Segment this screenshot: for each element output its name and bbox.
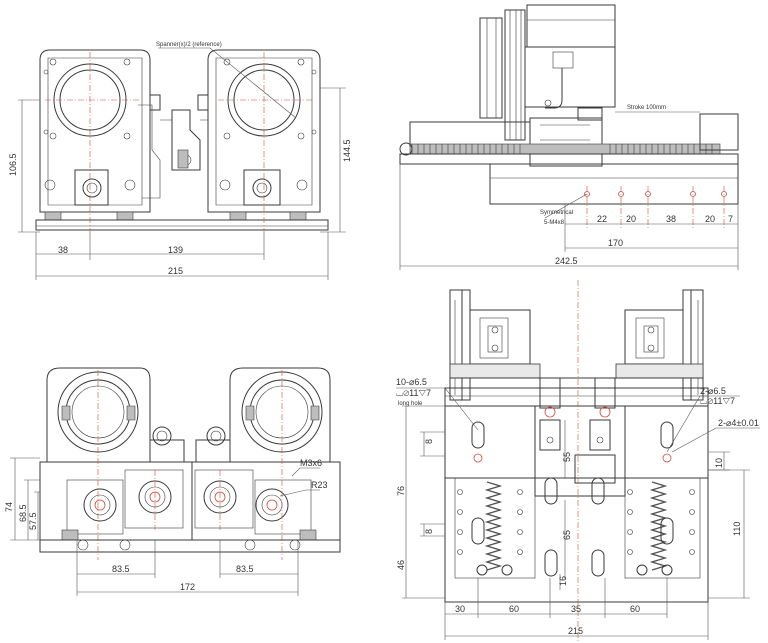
dim-overall-front: 215: [168, 266, 183, 276]
m3-thread: M3x6: [300, 458, 322, 468]
radius-r23: R23: [311, 480, 328, 490]
dim-height-right: 144.5: [342, 139, 352, 162]
dim-height-left: 106.5: [8, 153, 18, 176]
dim-76: 76: [396, 486, 406, 496]
dim-215-rear: 215: [568, 626, 583, 636]
dim-55: 55: [562, 452, 572, 462]
dim-172: 172: [180, 582, 195, 592]
side-view: Stroke 100mm Symmetrical 5-M4x8 22 20 38…: [399, 4, 739, 270]
hole-callout-left: 10-⌀6.5: [396, 377, 427, 387]
dim-110: 110: [732, 522, 742, 536]
thread-label: 5-M4x8: [544, 220, 565, 226]
symmetrical-label: Symmetrical: [540, 210, 573, 216]
dim-68: 68.5: [18, 504, 28, 522]
pitch-1: 22: [597, 214, 607, 224]
dim-10: 10: [714, 458, 724, 468]
counterbore-right: ⌴⌀11▽7: [700, 396, 735, 406]
dim-60b: 60: [630, 604, 640, 614]
dim-242: 242.5: [555, 256, 578, 266]
pitch-2: 20: [626, 214, 636, 224]
dim-83-left: 83.5: [112, 564, 130, 574]
dim-bottom-left: 38: [58, 245, 68, 255]
dim-83-right: 83.5: [236, 564, 254, 574]
spanner-callout: Spanner(x)/2 (reference): [156, 42, 222, 48]
dim-8b: 8: [424, 529, 434, 534]
dim-35: 35: [571, 604, 581, 614]
dim-30: 30: [455, 604, 465, 614]
stroke-label: Stroke 100mm: [627, 105, 666, 111]
dim-bottom-mid: 139: [168, 245, 183, 255]
front-view-bottom: M3x6 R23 74 68.5 57.5 83.5 83.5 172: [4, 367, 341, 596]
dim-74: 74: [4, 502, 14, 512]
pitch-5: 7: [728, 214, 733, 224]
dim-170: 170: [608, 238, 623, 248]
pitch-3: 38: [666, 214, 676, 224]
hole-callout-right: 2-⌀6.5: [700, 386, 726, 396]
dim-16: 16: [558, 576, 568, 586]
front-view-top: Spanner(x)/2 (reference) 106.5 144.5 38 …: [8, 42, 352, 280]
long-hole-label: long hole: [398, 401, 423, 407]
rear-view: 10-⌀6.5 ⌴⌀11▽7 long hole 2-⌀6.5 ⌴⌀11▽7 2…: [396, 280, 760, 642]
dim-57: 57.5: [28, 512, 38, 530]
counterbore-left: ⌴⌀11▽7: [396, 388, 431, 398]
dim-65: 65: [562, 530, 572, 540]
pitch-4: 20: [705, 214, 715, 224]
pin-callout: 2-⌀4±0.01: [718, 418, 759, 428]
dim-8a: 8: [424, 439, 434, 444]
dim-46: 46: [396, 560, 406, 570]
dim-60a: 60: [509, 604, 519, 614]
